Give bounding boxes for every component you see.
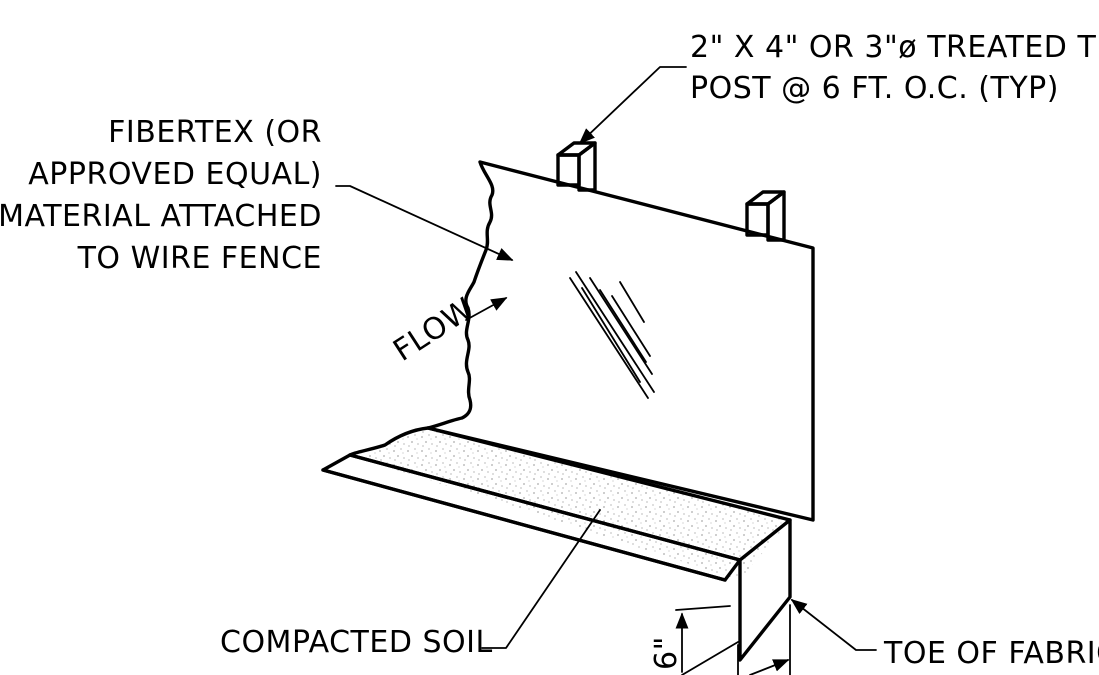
toe-leader-line	[790, 599, 877, 651]
fabric-label-line3: MATERIAL ATTACHED	[0, 199, 322, 234]
depth-dimension	[675, 604, 791, 675]
post-label-line1: 2" X 4" OR 3"ø TREATED T	[690, 30, 1096, 65]
fabric-leader-line	[335, 185, 514, 261]
soil-leader-line	[481, 509, 601, 649]
fabric-label-line4: TO WIRE FENCE	[77, 241, 322, 276]
post-label-line2: POST @ 6 FT. O.C. (TYP)	[690, 71, 1059, 106]
fabric-hatch	[569, 271, 655, 399]
post-leader-line	[578, 66, 687, 145]
fabric-panel	[426, 160, 815, 522]
soil-label: COMPACTED SOIL	[220, 625, 493, 660]
fabric-label-line1: FIBERTEX (OR	[108, 115, 322, 150]
compacted-soil-strip	[350, 428, 790, 580]
toe-trench	[738, 518, 792, 662]
depth-label: 6"	[649, 636, 684, 670]
soil-strip-outline	[348, 426, 430, 457]
flow-arrow	[465, 297, 508, 321]
toe-label: TOE OF FABRIC	[883, 636, 1099, 671]
fabric-label-line2: APPROVED EQUAL)	[28, 157, 322, 192]
